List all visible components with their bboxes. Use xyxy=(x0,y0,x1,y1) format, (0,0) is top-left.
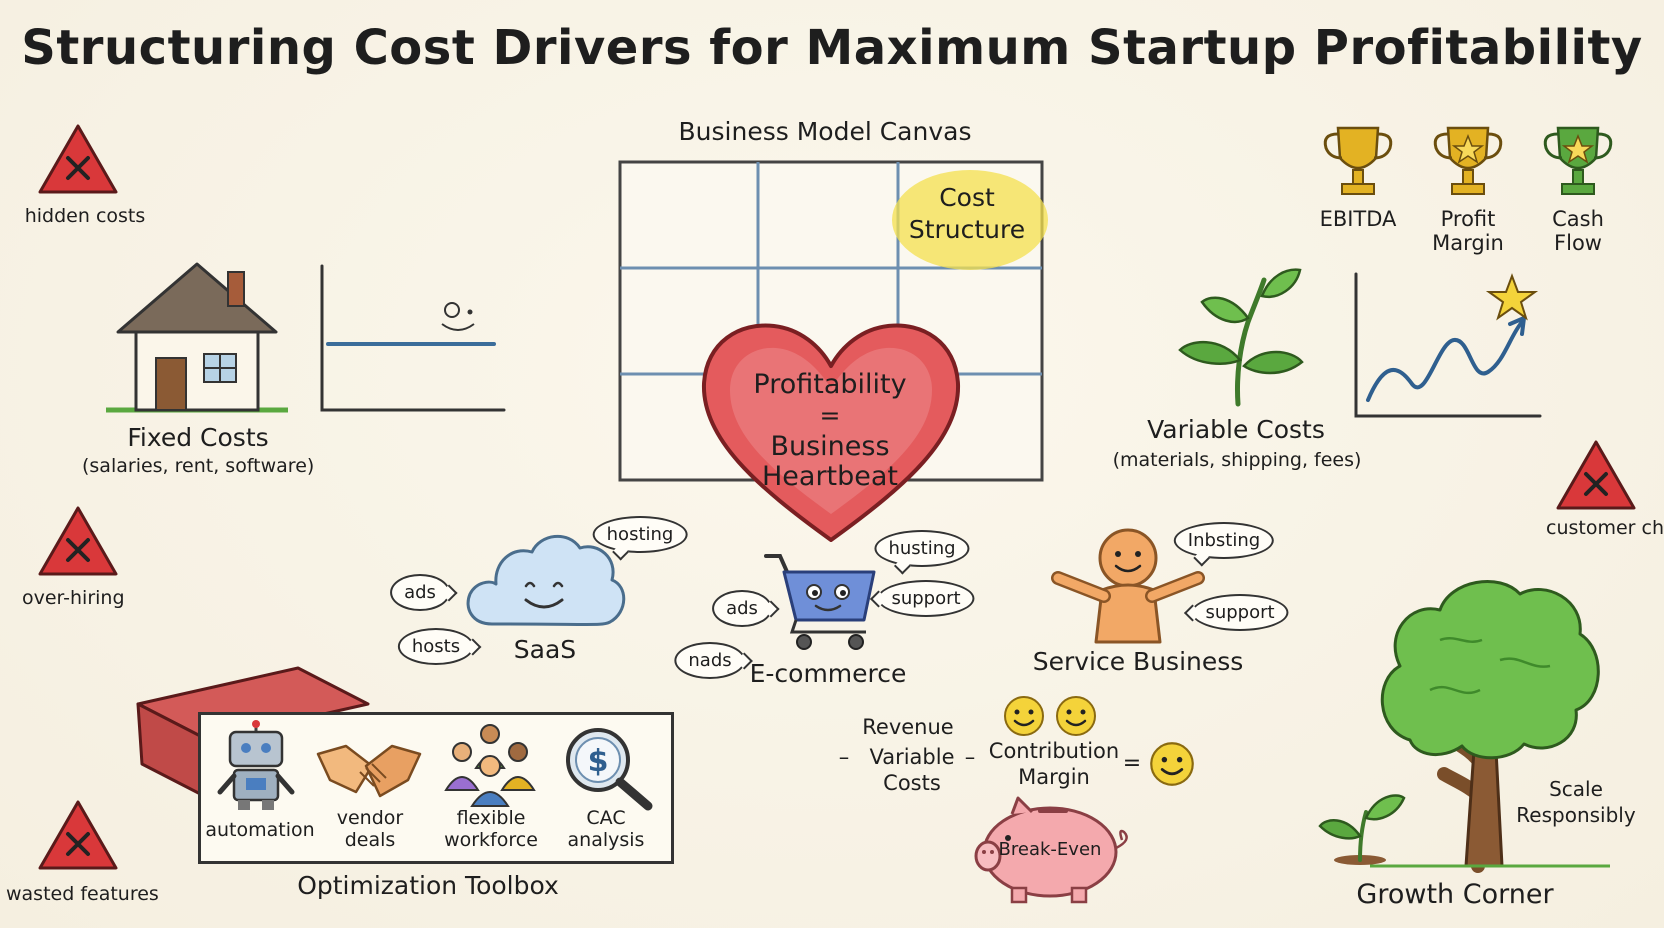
canvas-label: Business Model Canvas xyxy=(678,117,972,146)
saas-bubble-ads: ads xyxy=(390,574,450,611)
fixed-costs-label: Fixed Costs xyxy=(127,423,269,452)
variable-costs-detail: (materials, shipping, fees) xyxy=(1112,449,1362,471)
cloud-saas-icon xyxy=(466,534,626,626)
tree-icon xyxy=(1370,580,1610,873)
service-business-label: Service Business xyxy=(1032,647,1244,676)
warning-over-hiring-icon xyxy=(38,506,118,576)
smiley-face-3-icon xyxy=(1150,742,1194,786)
svg-text:$: $ xyxy=(588,744,609,779)
warning-label-over-hiring: over-hiring xyxy=(22,587,125,609)
cost-structure-line1: Cost xyxy=(939,183,995,212)
smiley-face-1-icon xyxy=(1004,696,1044,736)
formula-variable-1: Variable xyxy=(869,745,955,769)
ecommerce-bubble-nads: nads xyxy=(674,642,746,679)
saas-label: SaaS xyxy=(513,635,577,664)
warning-label-hidden-costs: hidden costs xyxy=(24,205,146,227)
growth-chart-icon xyxy=(1354,272,1542,418)
service-bubble-inbsting: Inbsting xyxy=(1173,522,1275,559)
metric-cashflow-label-2: Flow xyxy=(1554,231,1602,255)
toolbox-item-vendor-1: vendor xyxy=(336,807,404,829)
scale-responsibly-line1: Scale xyxy=(1549,777,1603,801)
toolbox-label: Optimization Toolbox xyxy=(297,871,559,900)
warning-label-customer-churn: customer churn xyxy=(1546,517,1664,539)
page-title: Structuring Cost Drivers for Maximum Sta… xyxy=(21,20,1643,76)
metric-profit-label-1: Profit xyxy=(1440,207,1496,231)
handshake-icon xyxy=(316,744,422,798)
formula-minus-2: – xyxy=(964,745,976,769)
break-even-label: Break-Even xyxy=(998,839,1102,860)
service-bubble-support: support xyxy=(1191,594,1289,631)
metric-ebitda-label: EBITDA xyxy=(1319,207,1397,231)
sprout-icon xyxy=(1178,268,1304,407)
formula-variable-2: Costs xyxy=(883,771,941,795)
metric-profit-label-2: Margin xyxy=(1432,231,1504,255)
toolbox-item-automation: automation xyxy=(205,819,315,841)
heart-icon xyxy=(701,323,961,542)
formula-contribution-2: Margin xyxy=(1018,765,1090,789)
ecommerce-bubble-support: support xyxy=(877,580,975,617)
ecommerce-label: E-commerce xyxy=(749,659,907,688)
formula-equals: = xyxy=(1122,751,1142,776)
magnifier-dollar-icon: $ xyxy=(566,728,653,811)
formula-revenue: Revenue xyxy=(862,715,954,739)
house-icon xyxy=(106,262,288,413)
heart-line1: Profitability xyxy=(753,369,907,400)
toolbox-item-flexible-1: flexible xyxy=(456,807,526,829)
robot-icon xyxy=(217,720,295,810)
heart-line2: = xyxy=(819,401,841,430)
warning-wasted-features-icon xyxy=(38,800,118,870)
ecommerce-bubble-ads: ads xyxy=(712,590,772,627)
warning-label-wasted-features: wasted features xyxy=(6,883,159,905)
trophy-ebitda-icon xyxy=(1323,126,1393,195)
metric-cashflow-label-1: Cash xyxy=(1552,207,1604,231)
warning-customer-churn-icon xyxy=(1556,440,1636,510)
toolbox-item-cac-2: analysis xyxy=(567,829,645,851)
toolbox-lid-icon xyxy=(136,666,370,802)
scale-responsibly-line2: Responsibly xyxy=(1516,803,1636,827)
ecommerce-bubble-husting: husting xyxy=(874,530,970,567)
heart-line4: Heartbeat xyxy=(761,461,899,492)
smiley-face-2-icon xyxy=(1056,696,1096,736)
trophy-profit-margin-icon xyxy=(1433,126,1503,195)
person-service-icon xyxy=(1051,528,1205,644)
formula-contribution-1: Contribution xyxy=(988,739,1120,763)
people-icon xyxy=(444,724,536,807)
fixed-costs-detail: (salaries, rent, software) xyxy=(82,455,315,477)
toolbox-item-flexible-2: workforce xyxy=(444,829,538,851)
piggy-bank-icon xyxy=(974,796,1128,904)
shopping-cart-icon xyxy=(764,554,876,650)
flat-cost-chart-icon xyxy=(320,264,506,412)
saas-bubble-hosts: hosts xyxy=(397,628,475,665)
cost-structure-line2: Structure xyxy=(908,215,1026,244)
toolbox-item-cac-1: CAC xyxy=(586,807,626,829)
warning-hidden-costs-icon xyxy=(38,124,118,194)
trophy-cash-flow-icon xyxy=(1543,126,1613,195)
formula-minus-1: – xyxy=(838,745,850,769)
heart-line3: Business xyxy=(770,431,890,462)
variable-costs-label: Variable Costs xyxy=(1147,415,1325,444)
seedling-icon xyxy=(1318,794,1406,865)
growth-corner-label: Growth Corner xyxy=(1356,879,1554,910)
saas-bubble-hosting: hosting xyxy=(592,516,688,553)
toolbox-item-vendor-2: deals xyxy=(344,829,396,851)
